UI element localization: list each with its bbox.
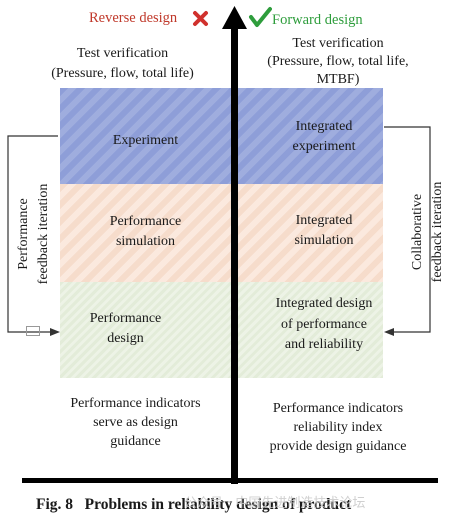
cross-mark-icon — [193, 11, 208, 26]
right-design-line-3: and reliability — [284, 337, 364, 352]
check-mark-icon — [249, 7, 272, 27]
right-guidance-line-2: reliability index — [293, 420, 383, 435]
experiment-band — [60, 88, 383, 184]
left-guidance-line-2: serve as design — [93, 415, 178, 430]
figure-number: Fig. 8 — [36, 496, 74, 513]
left-simulation-line-1: Performance — [109, 214, 182, 229]
right-guidance-line-1: Performance indicators — [272, 401, 404, 416]
design-band — [60, 282, 383, 378]
figure-caption: Fig. 8 Problems in reliability design of… — [36, 496, 351, 514]
forward-design-label: Forward design — [272, 12, 363, 28]
left-test-title: Test verification — [76, 46, 169, 61]
axis-arrow-head — [222, 6, 247, 29]
right-loop-label-2: feedback iteration — [430, 181, 445, 283]
simulation-band — [60, 184, 383, 282]
right-experiment-line-1: Integrated — [295, 119, 353, 134]
watermark: 公众号 · 中国先进制造技术论坛 — [184, 496, 366, 511]
right-design-line-2: of performance — [281, 317, 367, 332]
left-guidance-line-1: Performance indicators — [70, 396, 201, 411]
right-experiment-line-2: experiment — [292, 139, 356, 154]
right-test-title: Test verification — [292, 36, 384, 51]
left-experiment-label: Experiment — [112, 133, 179, 148]
right-loop-label-1: Collaborative — [410, 193, 425, 271]
figure-caption-text: Problems in reliability design of produc… — [84, 496, 352, 513]
left-loop-label-2: feedback iteration — [36, 183, 51, 285]
baseline — [22, 478, 438, 483]
central-axis — [231, 22, 238, 484]
right-simulation-line-1: Integrated — [295, 213, 353, 228]
left-simulation-line-2: simulation — [115, 234, 176, 249]
left-design-line-2: design — [107, 331, 144, 346]
right-design-line-1: Integrated design — [275, 296, 373, 311]
right-simulation-line-2: simulation — [294, 233, 354, 248]
left-guidance-line-3: guidance — [110, 434, 161, 449]
left-loop-label-1: Performance — [16, 198, 31, 270]
right-guidance-line-3: provide design guidance — [269, 439, 407, 454]
left-design-line-1: Performance — [89, 311, 162, 326]
left-test-detail: (Pressure, flow, total life) — [51, 66, 194, 81]
right-test-detail-2: MTBF) — [316, 72, 360, 87]
reverse-design-label: Reverse design — [89, 10, 178, 26]
right-test-detail-1: (Pressure, flow, total life, — [267, 54, 409, 69]
loop-anchor-box — [26, 326, 40, 336]
